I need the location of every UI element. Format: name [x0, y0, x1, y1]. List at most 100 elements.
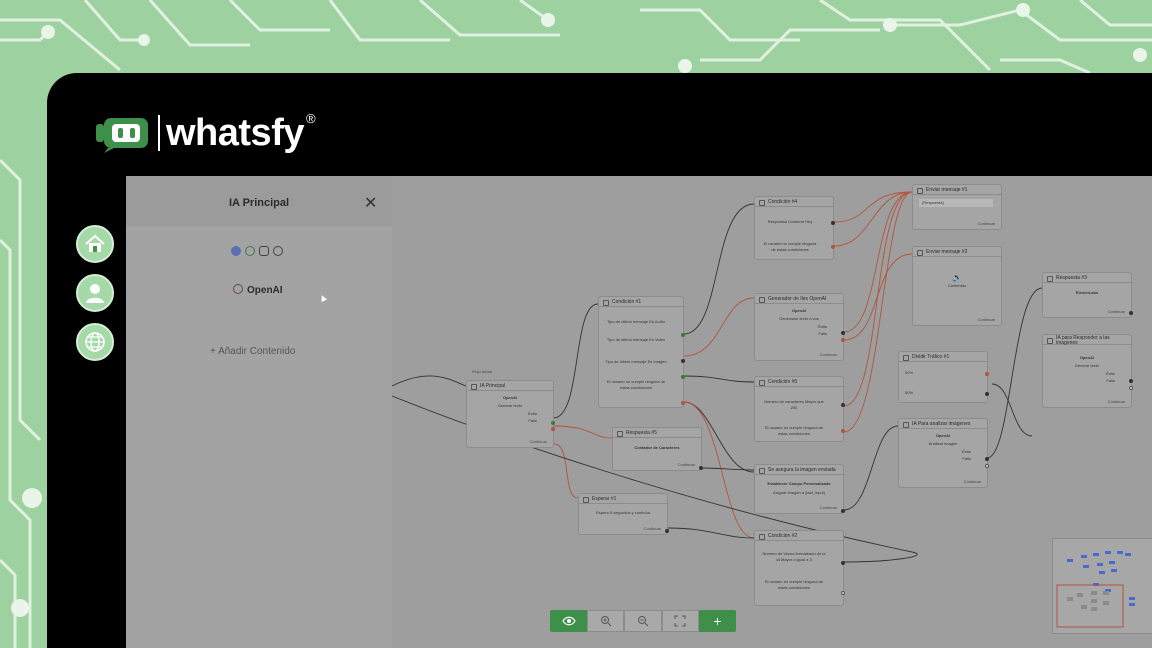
registered-mark: ®: [305, 111, 316, 126]
output-handle[interactable]: [1129, 379, 1133, 383]
instagram-icon: [259, 246, 269, 256]
output-handle[interactable]: [985, 392, 989, 396]
node-body: Contador de Caracteres: [634, 445, 680, 450]
node-body: Contenido: [947, 283, 967, 288]
node-ia-principal[interactable]: IA Principal OpenAI Generar texto Éxito …: [466, 380, 555, 448]
zoom-out-button[interactable]: [624, 610, 662, 632]
output-handle[interactable]: [1129, 386, 1133, 390]
node-fail-label: Fallo: [528, 418, 537, 423]
eye-icon: [561, 616, 576, 626]
node-enviar-mensaje-2[interactable]: Enviar mensaje #2 🔈 Contenido Continuar: [912, 246, 1002, 326]
minimap[interactable]: [1052, 538, 1152, 634]
node-ia-responder[interactable]: IA para Responder a las imagenes OpenAI …: [1042, 334, 1133, 408]
node-body: Espera 5 segundos y continúa: [596, 510, 650, 515]
output-handle[interactable]: [551, 421, 555, 425]
node-subtitle: Generar texto: [497, 403, 523, 408]
node-subtitle: Generador texto a voz: [779, 316, 819, 321]
node-title: Enviar mensaje #1: [913, 185, 1001, 195]
node-title: Condición #1: [599, 297, 683, 307]
output-handle[interactable]: [985, 457, 989, 461]
node-body: Asignar imagen a {last_input}: [772, 490, 826, 495]
node-condicion-4[interactable]: Condición #4 Respuesta Contiene Hey El u…: [754, 196, 835, 260]
output-handle[interactable]: [841, 429, 845, 433]
output-handle[interactable]: [985, 464, 989, 468]
output-handle[interactable]: [699, 466, 703, 470]
condition-row: Tipo de último mensaje Es Video: [606, 337, 666, 342]
nav-user-button[interactable]: [76, 274, 114, 312]
zoom-in-icon: [600, 616, 612, 627]
zoom-in-button[interactable]: [587, 610, 625, 632]
provider-label[interactable]: OpenAI: [233, 284, 283, 296]
output-handle[interactable]: [665, 529, 669, 533]
output-handle[interactable]: [681, 333, 685, 337]
close-icon[interactable]: ✕: [364, 195, 378, 212]
app-screen: IA Principal ✕ OpenAI + Añadir Contenido: [126, 176, 1152, 648]
logo-divider: [158, 115, 160, 151]
panel-title: IA Principal: [228, 197, 290, 209]
output-handle[interactable]: [985, 372, 989, 376]
fit-view-icon: [674, 615, 686, 627]
node-title: IA Para analizar imágenes: [899, 419, 987, 429]
start-tag: Flujo Inicial: [472, 369, 493, 374]
brand-logo: whatsfy ®: [96, 111, 316, 154]
node-subtitle: Analizar imagen: [928, 441, 958, 446]
node-enviar-mensaje-1[interactable]: Enviar mensaje #1 {Respuesta} Continuar: [912, 184, 1002, 230]
node-subtitle: Generar texto: [1074, 363, 1100, 368]
condition-row: Número de Veces formateado de la IA Mayo…: [762, 551, 826, 562]
node-title: Condición #4: [755, 197, 833, 207]
output-handle[interactable]: [841, 403, 845, 407]
output-handle[interactable]: [551, 427, 555, 431]
node-respuesta-5[interactable]: Respuesta #5 Contador de Caracteres Cont…: [612, 427, 703, 471]
node-settings-panel: IA Principal ✕ OpenAI + Añadir Contenido: [126, 176, 392, 648]
output-handle[interactable]: [841, 331, 845, 335]
output-handle[interactable]: [681, 359, 685, 363]
preview-button[interactable]: [550, 610, 588, 632]
canvas-toolbar: +: [550, 610, 737, 632]
node-title: Condición #2: [755, 531, 843, 541]
node-dividir-trafico[interactable]: Dividir Tráfico #1 50% 50%: [898, 351, 989, 403]
messenger-icon: [231, 246, 241, 256]
openai-icon: [233, 284, 243, 294]
provider-name: OpenAI: [247, 285, 283, 296]
node-ia-imagenes[interactable]: IA Para analizar imágenes OpenAI Analiza…: [898, 418, 989, 488]
minimap-preview: [1056, 551, 1135, 628]
flow-canvas[interactable]: Flujo Inicial IA Principal OpenAI Genera…: [392, 176, 1152, 648]
output-handle[interactable]: [681, 375, 685, 379]
output-handle[interactable]: [831, 221, 835, 225]
nav-globe-button[interactable]: [76, 323, 114, 361]
panel-header: IA Principal ✕: [126, 176, 392, 226]
output-handle[interactable]: [681, 401, 685, 405]
nav-home-button[interactable]: [76, 225, 114, 263]
output-handle[interactable]: [1129, 311, 1133, 315]
output-handle[interactable]: [841, 338, 845, 342]
node-title: Se asegura la imagen enviada: [755, 465, 843, 475]
output-handle[interactable]: [831, 245, 835, 249]
output-handle[interactable]: [841, 509, 845, 513]
node-continue-label: Continuar: [977, 317, 995, 322]
condition-row: Tipo de último mensaje Es Imagen: [605, 359, 667, 364]
node-continue-label: Continuar: [677, 462, 695, 467]
node-respuesta-3[interactable]: Respuesta #3 ElevenLabs Continuar: [1042, 272, 1133, 318]
node-continue-label: Continuar: [1107, 399, 1125, 404]
node-title: Dividir Tráfico #1: [899, 352, 987, 362]
node-condicion-1[interactable]: Condición #1 Tipo de último mensaje Es A…: [598, 296, 685, 408]
node-provider: OpenAI: [791, 308, 807, 313]
output-handle[interactable]: [841, 561, 845, 565]
globe-icon: [85, 332, 105, 352]
fit-view-button[interactable]: [661, 610, 699, 632]
output-handle[interactable]: [841, 591, 845, 595]
node-condicion-5[interactable]: Condición #5 Número de caracteres Mayor …: [754, 376, 845, 442]
node-generador[interactable]: Generador de Iles OpenAI OpenAI Generado…: [754, 293, 845, 361]
brand-name: whatsfy: [166, 112, 304, 154]
node-esperar-1[interactable]: Esperar #1 Espera 5 segundos y continúa …: [578, 493, 669, 535]
node-title: Enviar mensaje #2: [913, 247, 1001, 257]
node-continue-label: Continuar: [643, 526, 661, 531]
robot-logo-icon: [96, 118, 148, 153]
add-node-button[interactable]: +: [698, 610, 737, 632]
zoom-out-icon: [638, 616, 649, 627]
node-continue-label: Continuar: [1107, 309, 1125, 314]
add-content-button[interactable]: + Añadir Contenido: [210, 346, 296, 357]
node-segura-imagen[interactable]: Se asegura la imagen enviada Establecer …: [754, 464, 845, 514]
node-condicion-2[interactable]: Condición #2 Número de Veces formateado …: [754, 530, 845, 606]
